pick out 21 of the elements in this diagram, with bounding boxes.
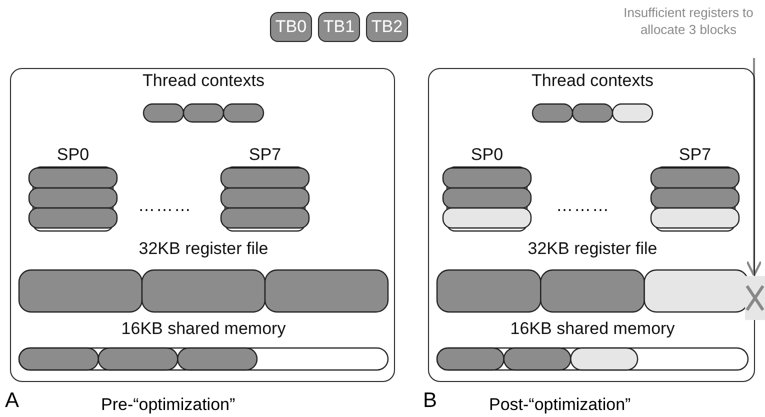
panel-letter: B	[423, 389, 438, 413]
section-heading: 16KB shared memory	[120, 319, 287, 339]
section-heading: SP7	[248, 145, 282, 165]
leader-arrow	[746, 58, 762, 277]
ellipsis-dots: ………	[138, 196, 192, 216]
section-heading: 32KB register file	[138, 239, 270, 259]
ellipsis-dots: ………	[556, 196, 610, 216]
section-heading: SP7	[678, 145, 712, 165]
section-heading: Thread contexts	[142, 71, 266, 91]
panel-letter: A	[5, 389, 20, 413]
section-heading: SP0	[470, 145, 504, 165]
section-heading: Thread contexts	[530, 71, 654, 91]
thread-block-pill: TB2	[366, 12, 408, 42]
section-heading: 16KB shared memory	[509, 319, 676, 339]
panel-caption: Pre-“optimization”	[101, 395, 236, 415]
annotation-note: Insufficient registers to allocate 3 blocks	[622, 4, 754, 38]
thread-block-pill: TB1	[318, 12, 360, 42]
thread-block-pill: TB0	[270, 12, 312, 42]
section-heading: SP0	[56, 145, 90, 165]
section-heading: 32KB register file	[526, 239, 658, 259]
panel-caption: Post-“optimization”	[489, 395, 631, 415]
